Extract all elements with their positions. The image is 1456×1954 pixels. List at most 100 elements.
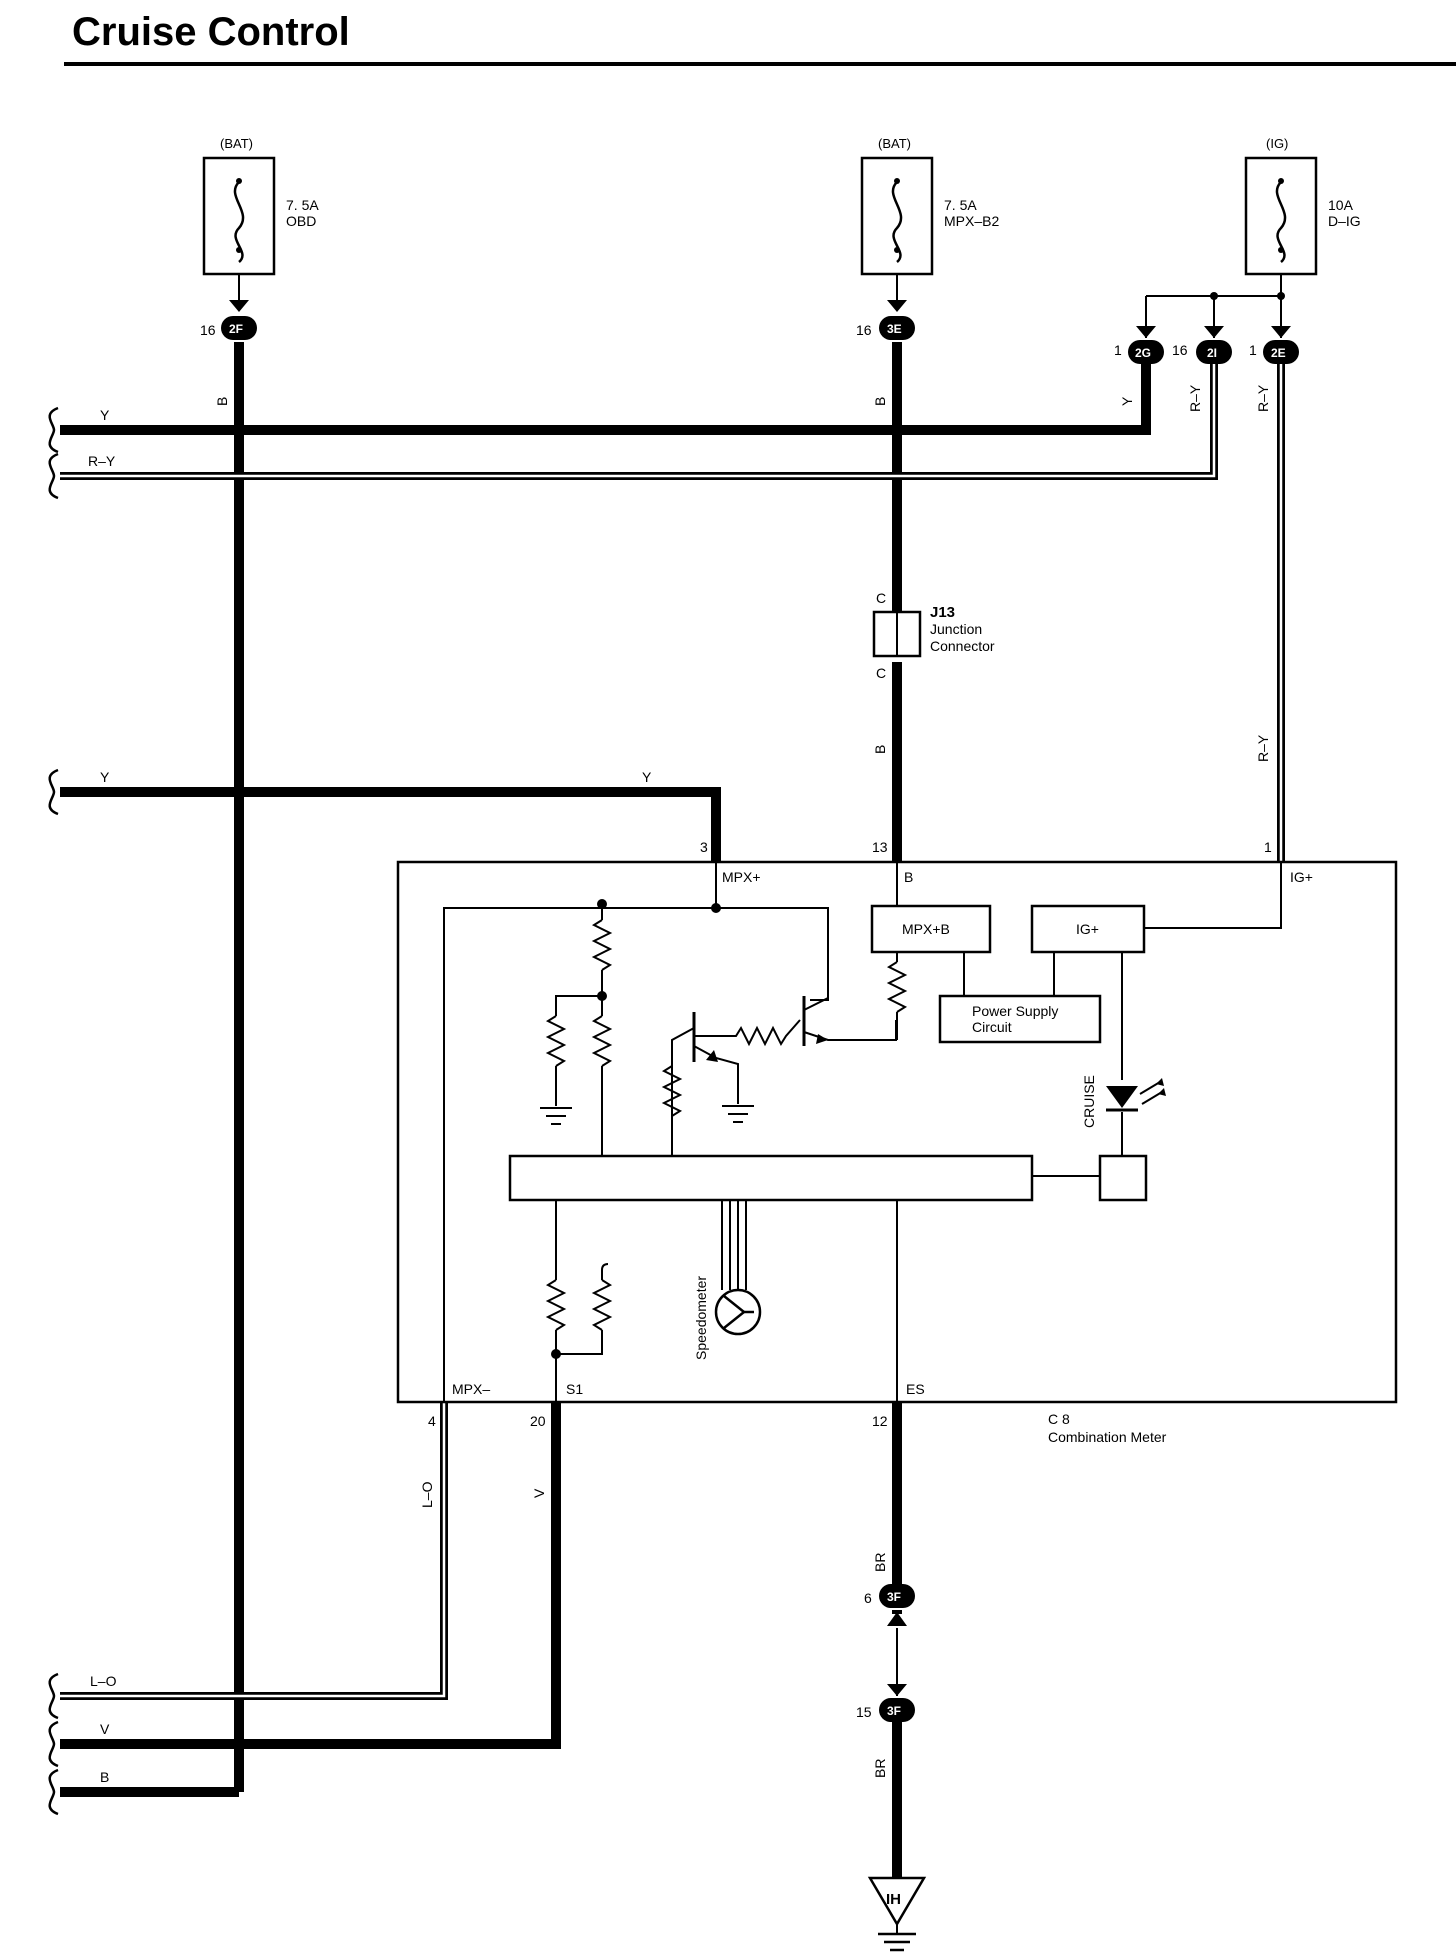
- svg-text:S1: S1: [566, 1381, 583, 1397]
- svg-text:16: 16: [200, 322, 216, 338]
- svg-text:1: 1: [1249, 342, 1257, 358]
- speedometer-icon: [714, 1288, 762, 1336]
- fuse-dig-box: [1244, 156, 1318, 276]
- title-rule: [64, 62, 1456, 66]
- svg-text:13: 13: [872, 839, 888, 855]
- wire-y-top: [60, 352, 1151, 435]
- svg-text:R–Y: R–Y: [1255, 384, 1271, 412]
- svg-text:1: 1: [1114, 342, 1122, 358]
- svg-text:V: V: [531, 1488, 547, 1498]
- svg-text:B: B: [872, 397, 888, 406]
- wire-y-mpxplus: [60, 787, 721, 862]
- svg-text:B: B: [214, 397, 230, 406]
- junction-connector-j13: C C J13 Junction Connector: [872, 590, 995, 681]
- svg-text:16: 16: [856, 322, 872, 338]
- svg-text:12: 12: [872, 1413, 888, 1429]
- fuse-obd-rating: 7. 5A: [286, 197, 319, 213]
- svg-text:C: C: [876, 590, 886, 606]
- cruise-indicator-box: [1098, 1154, 1148, 1202]
- fuse-obd: (BAT) 7. 5A OBD: [202, 136, 319, 276]
- svg-text:B: B: [100, 1769, 109, 1785]
- block-mpxb: [870, 904, 992, 954]
- connector-3E: 16 3E: [856, 300, 915, 340]
- svg-text:V: V: [100, 1721, 110, 1737]
- svg-text:J13: J13: [930, 604, 955, 621]
- svg-text:3: 3: [700, 839, 708, 855]
- svg-text:6: 6: [864, 1590, 872, 1606]
- fuse-mpx-b2: (BAT) 7. 5A MPX–B2: [860, 136, 999, 276]
- svg-text:Connector: Connector: [930, 638, 995, 654]
- svg-text:2E: 2E: [1271, 346, 1286, 360]
- fuse-obd-source: (BAT): [220, 136, 253, 151]
- svg-text:L–O: L–O: [90, 1673, 117, 1689]
- ground-ih: IH: [867, 1876, 927, 1952]
- svg-text:16: 16: [1172, 342, 1188, 358]
- fuse-obd-icon: [233, 181, 245, 263]
- svg-text:Circuit: Circuit: [972, 1019, 1012, 1035]
- fuse-obd-name: OBD: [286, 213, 316, 229]
- wire-color-labels: Y R–Y Y Y L–O V B B B B Y R–Y R–Y R–Y L–…: [88, 384, 1271, 1785]
- fuse-dig-icon: [1275, 181, 1287, 263]
- page-title: Cruise Control: [72, 10, 350, 54]
- block-power-supply: [938, 994, 1102, 1044]
- svg-text:IH: IH: [886, 1891, 901, 1908]
- svg-text:Junction: Junction: [930, 621, 982, 637]
- svg-text:L–O: L–O: [419, 1481, 435, 1508]
- fuse-dig-rating: 10A: [1328, 197, 1354, 213]
- svg-text:2F: 2F: [229, 322, 243, 336]
- meter-id: C 8: [1048, 1411, 1070, 1427]
- svg-text:BR: BR: [872, 1759, 888, 1778]
- svg-text:BR: BR: [872, 1553, 888, 1572]
- svg-text:3F: 3F: [887, 1704, 901, 1718]
- meter-name: Combination Meter: [1048, 1429, 1167, 1445]
- svg-text:Y: Y: [1119, 396, 1135, 406]
- fuse-mpx-name: MPX–B2: [944, 213, 999, 229]
- wire-break-marks: [48, 406, 59, 1816]
- fuse-mpx-icon: [891, 181, 903, 263]
- connector-3F-pin6: 6 3F: [864, 1584, 915, 1626]
- connector-2E: 1 2E: [1249, 326, 1299, 364]
- block-igplus: [1030, 904, 1146, 954]
- svg-text:20: 20: [530, 1413, 546, 1429]
- svg-text:4: 4: [428, 1413, 436, 1429]
- fuse-mpx-box: [860, 156, 934, 276]
- cruise-label: CRUISE: [1081, 1075, 1097, 1128]
- svg-text:Y: Y: [642, 769, 652, 785]
- wire-lo: [60, 1402, 446, 1698]
- svg-text:1: 1: [1264, 839, 1272, 855]
- svg-text:MPX+B: MPX+B: [902, 921, 950, 937]
- svg-text:B: B: [904, 869, 913, 885]
- svg-text:15: 15: [856, 1704, 872, 1720]
- connector-2I: 16 2I: [1172, 326, 1232, 364]
- svg-text:IG+: IG+: [1290, 869, 1313, 885]
- svg-text:B: B: [872, 745, 888, 754]
- speedometer-label: Speedometer: [693, 1276, 709, 1360]
- fuse-dig-name: D–IG: [1328, 213, 1361, 229]
- connector-3F-pin15: 15 3F: [856, 1684, 915, 1722]
- svg-text:R–Y: R–Y: [1255, 734, 1271, 762]
- svg-text:IG+: IG+: [1076, 921, 1099, 937]
- svg-text:MPX+: MPX+: [722, 869, 761, 885]
- gauge-drive-bar: [508, 1154, 1034, 1202]
- fuse-mpx-rating: 7. 5A: [944, 197, 977, 213]
- wire-ry-top: [60, 352, 1216, 478]
- cruise-led-icon: [1106, 1078, 1166, 1112]
- svg-text:C: C: [876, 665, 886, 681]
- svg-text:ES: ES: [906, 1381, 925, 1397]
- svg-text:3F: 3F: [887, 1590, 901, 1604]
- fuse-obd-box: [202, 156, 276, 276]
- svg-text:Power Supply: Power Supply: [972, 1003, 1058, 1019]
- fuse-mpx-source: (BAT): [878, 136, 911, 151]
- connector-2F: 16 2F: [200, 300, 257, 340]
- svg-text:MPX–: MPX–: [452, 1381, 490, 1397]
- svg-text:Y: Y: [100, 769, 110, 785]
- fuse-dig-source: (IG): [1266, 136, 1288, 151]
- connector-2G: 1 2G: [1114, 326, 1164, 364]
- svg-text:Y: Y: [100, 407, 110, 423]
- svg-text:R–Y: R–Y: [1187, 384, 1203, 412]
- svg-text:2I: 2I: [1207, 346, 1217, 360]
- combination-meter: 3 MPX+ 13 B 1 IG+ MPX– 4 S1 20 ES 12 C 8…: [396, 839, 1398, 1445]
- fuse-d-ig: (IG) 10A D–IG: [1244, 136, 1361, 276]
- wire-v: [60, 1402, 561, 1749]
